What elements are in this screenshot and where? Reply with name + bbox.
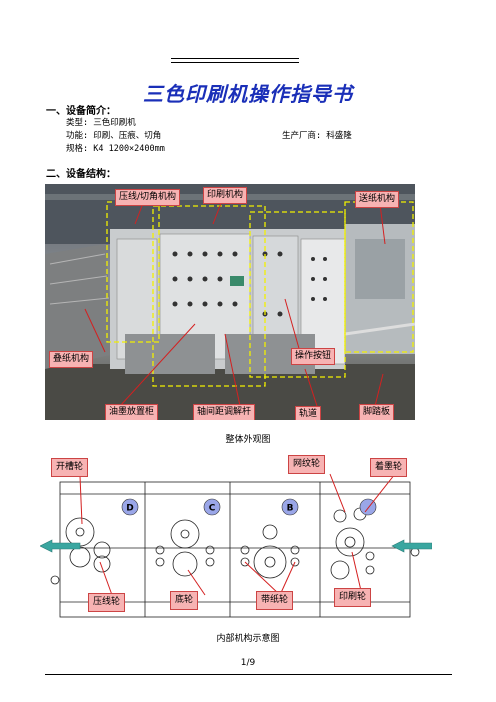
page-number: 1/9 bbox=[240, 658, 256, 668]
spec-maker: 生产厂商: 科盛隆 bbox=[282, 131, 352, 141]
label-base-wheel: 底轮 bbox=[170, 591, 199, 610]
section1-heading: 一、设备简介： bbox=[46, 106, 116, 117]
footer-rule bbox=[45, 674, 452, 675]
machine-photo: 压线/切角机构 印刷机构 送纸机构 叠纸机构 操作按钮 油墨放置柜 轴间距调解杆… bbox=[45, 184, 415, 420]
top-rule-1 bbox=[171, 58, 299, 59]
label-shaft-lever: 轴间距调解杆 bbox=[193, 404, 256, 420]
label-operation-buttons: 操作按钮 bbox=[291, 348, 336, 365]
label-ink-wheel: 着墨轮 bbox=[370, 458, 408, 477]
unit-letter-b: B bbox=[287, 504, 294, 514]
photo-caption: 整体外观图 bbox=[225, 435, 271, 445]
section2-heading: 二、设备结构： bbox=[46, 169, 116, 180]
unit-marker-c bbox=[203, 498, 221, 516]
label-print-wheel: 印刷轮 bbox=[334, 588, 372, 607]
label-ink-cabinet: 油墨放置柜 bbox=[105, 404, 159, 420]
diagram-caption: 内部机构示意图 bbox=[216, 634, 280, 644]
unit-marker-b bbox=[281, 498, 299, 516]
label-slot-wheel: 开槽轮 bbox=[51, 458, 89, 477]
label-pedal: 脚踏板 bbox=[359, 404, 395, 420]
spec-type: 类型: 三色印刷机 bbox=[66, 118, 136, 128]
spec-size: 规格: K4 1200×2400mm bbox=[66, 144, 165, 154]
label-stacking-mechanism: 叠纸机构 bbox=[49, 351, 94, 368]
unit-letter-c: C bbox=[209, 504, 216, 514]
label-track: 轨道 bbox=[295, 406, 322, 420]
unit-letter-d: D bbox=[126, 504, 133, 514]
top-rule-2 bbox=[171, 62, 299, 63]
flow-arrow-out bbox=[39, 539, 81, 553]
spec-function: 功能: 印刷、压痕、切角 bbox=[66, 131, 162, 141]
internal-diagram: D C B 开槽轮 网纹轮 着墨轮 压线轮 底轮 带 bbox=[39, 452, 433, 632]
unit-marker-d bbox=[121, 498, 139, 516]
label-feed-wheel: 带纸轮 bbox=[256, 591, 294, 610]
internal-diagram-illustration: D C B bbox=[39, 473, 433, 618]
label-printing-mechanism: 印刷机构 bbox=[203, 187, 248, 204]
document-title: 三色印刷机操作指导书 bbox=[143, 82, 353, 106]
label-anilox-wheel: 网纹轮 bbox=[288, 455, 326, 474]
machine-photo-illustration bbox=[45, 184, 415, 420]
label-crease-cut-mechanism: 压线/切角机构 bbox=[115, 189, 181, 206]
label-crease-wheel: 压线轮 bbox=[88, 593, 126, 612]
label-feeding-mechanism: 送纸机构 bbox=[355, 191, 400, 208]
flow-arrow-in bbox=[391, 539, 433, 553]
